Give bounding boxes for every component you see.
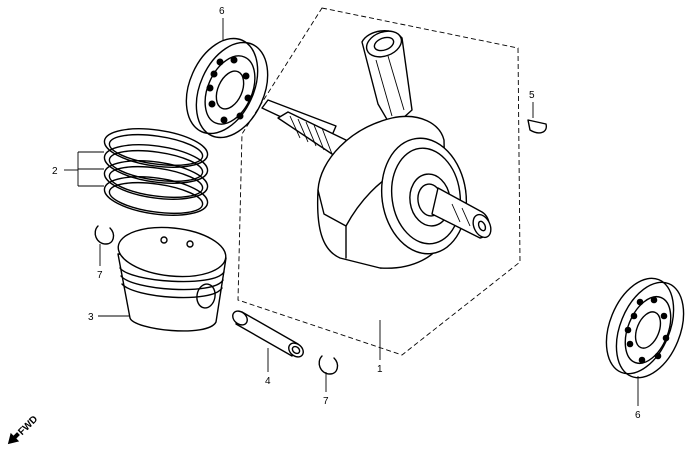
callout-piston: 3 [88, 312, 94, 323]
clip-left [94, 225, 115, 245]
callout-bearing-top: 6 [219, 6, 225, 17]
woodruff-key [527, 119, 547, 134]
fwd-arrow-icon: FWD [7, 414, 40, 445]
fwd-label: FWD [16, 414, 40, 438]
callout-woodruff-key: 5 [529, 90, 535, 101]
clip-right [318, 355, 339, 375]
crankshaft [261, 30, 492, 269]
callout-piston-rings: 2 [52, 166, 58, 177]
piston [117, 226, 227, 332]
callout-clip-left: 7 [97, 270, 103, 281]
callout-crankshaft: 1 [377, 364, 383, 375]
piston-rings [103, 128, 209, 216]
bearing-bottom [605, 277, 685, 379]
callout-piston-pin: 4 [265, 376, 271, 387]
bearing-top [185, 37, 269, 139]
callout-bearing-bottom: 6 [635, 410, 641, 421]
piston-pin [232, 310, 304, 358]
crankshaft-assembly-frame [237, 7, 521, 356]
callout-clip-right: 7 [323, 396, 329, 407]
